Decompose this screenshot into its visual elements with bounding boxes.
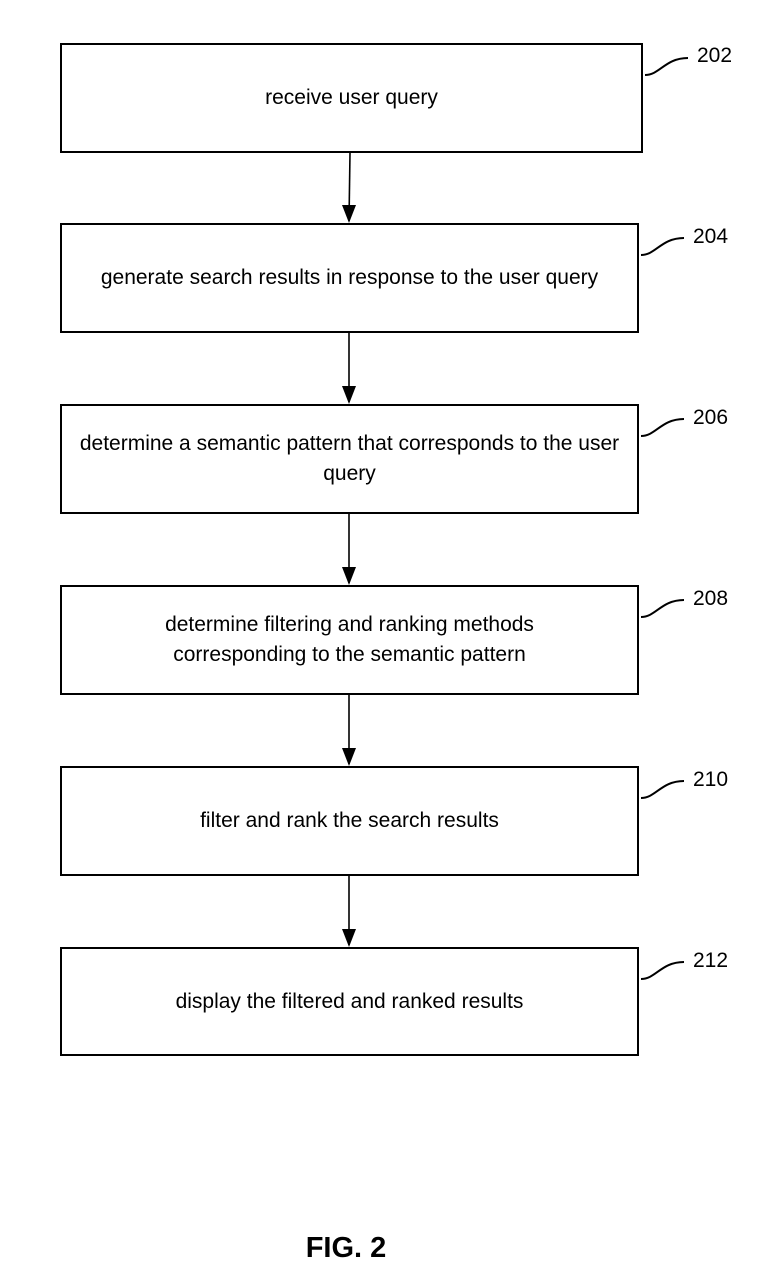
ref-label-212: 212: [693, 949, 729, 972]
leader-line-202: [644, 57, 689, 76]
step-box-202: receive user query: [60, 43, 643, 153]
arrowhead-208-to-210: [342, 748, 356, 766]
leader-line-212: [640, 961, 685, 980]
leader-line-210: [640, 780, 685, 799]
step-box-206: determine a semantic pattern that corres…: [60, 404, 639, 514]
step-box-208: determine filtering and ranking methods …: [60, 585, 639, 695]
step-text-208: determine filtering and ranking methods …: [165, 613, 534, 666]
arrowhead-210-to-212: [342, 929, 356, 947]
ref-label-204: 204: [693, 225, 729, 248]
step-text-212: display the filtered and ranked results: [175, 989, 524, 1013]
leader-line-208: [640, 599, 685, 618]
leader-line-204: [640, 237, 685, 256]
step-box-212: display the filtered and ranked results: [60, 947, 639, 1056]
ref-label-210: 210: [693, 768, 729, 791]
arrowhead-202-to-204: [342, 205, 356, 223]
step-text-202: receive user query: [265, 86, 438, 109]
arrowhead-206-to-208: [342, 567, 356, 585]
ref-label-202: 202: [697, 44, 733, 67]
step-box-204: generate search results in response to t…: [60, 223, 639, 333]
leader-line-206: [640, 418, 685, 437]
figure-caption: FIG. 2: [305, 1232, 387, 1264]
step-text-204: generate search results in response to t…: [100, 266, 599, 289]
step-text-210: filter and rank the search results: [200, 809, 499, 832]
ref-label-206: 206: [693, 406, 729, 429]
step-text-206: determine a semantic pattern that corres…: [79, 432, 620, 485]
step-box-210: filter and rank the search results: [60, 766, 639, 876]
arrowhead-204-to-206: [342, 386, 356, 404]
ref-label-208: 208: [693, 587, 729, 610]
